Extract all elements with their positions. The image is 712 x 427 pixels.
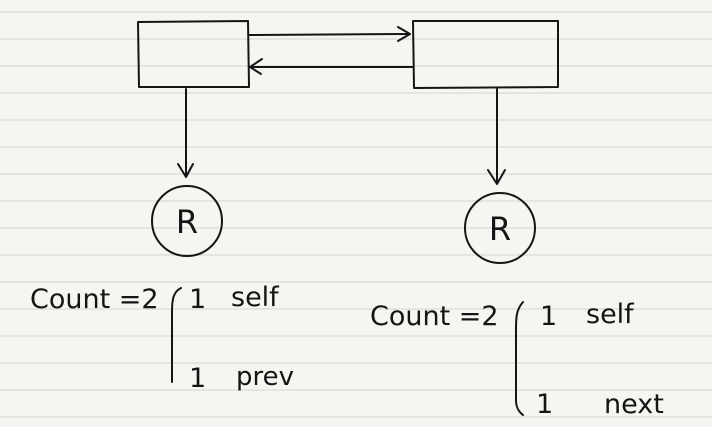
left-resource-circle — [151, 185, 223, 257]
right-ref-name: next — [604, 389, 664, 420]
right-ref-count: 1 — [540, 301, 557, 332]
right-count-label: Count =2 — [370, 301, 499, 332]
right-node-box — [412, 20, 559, 89]
prev-pointer-arrow — [249, 58, 414, 75]
left-ref-name: self — [231, 282, 280, 313]
left-resource-arrow — [177, 88, 194, 178]
right-resource-circle — [464, 192, 536, 264]
next-pointer-arrow — [248, 26, 411, 42]
left-node-box — [137, 20, 250, 88]
right-resource-label: R — [489, 210, 511, 248]
right-resource-arrow — [487, 88, 506, 185]
left-brace — [171, 287, 182, 383]
left-ref-count: 1 — [189, 363, 206, 394]
ruled-lines — [0, 11, 712, 418]
right-ref-name: self — [586, 299, 635, 330]
right-brace — [515, 301, 524, 416]
left-ref-count: 1 — [189, 284, 206, 315]
left-ref-name: prev — [236, 362, 294, 392]
right-ref-count: 1 — [536, 389, 553, 420]
left-count-label: Count =2 — [30, 284, 159, 315]
left-resource-label: R — [176, 203, 198, 241]
